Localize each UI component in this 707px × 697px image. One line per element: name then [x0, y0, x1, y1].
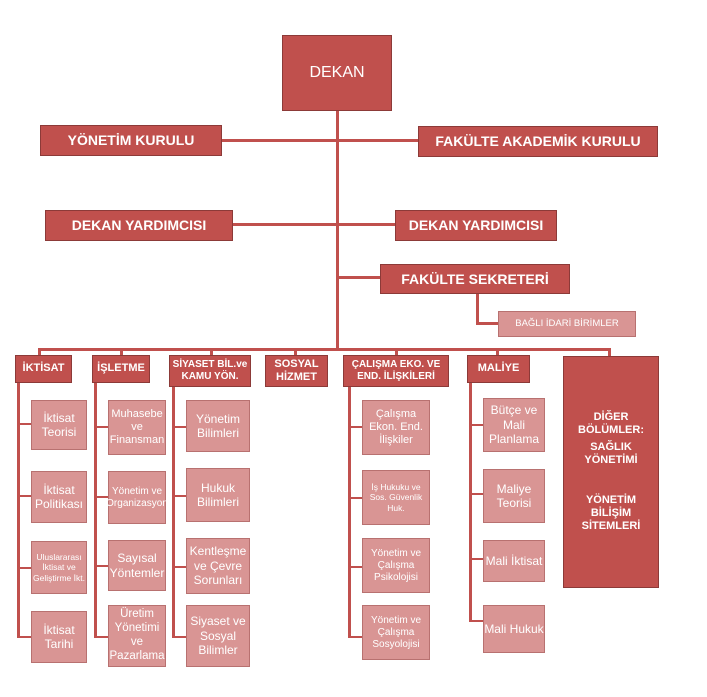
bagli-idari-birimler-box[interactable]: BAĞLI İDARİ BİRİMLER [498, 311, 636, 337]
dept-maliye[interactable]: MALİYE [467, 355, 530, 383]
unit-yonetim-bilimleri[interactable]: Yönetim Bilimleri [186, 400, 250, 452]
yardimci-connector [233, 223, 395, 226]
unit-butce-mali-planlama[interactable]: Bütçe ve Mali Planlama [483, 398, 545, 452]
branch [94, 565, 108, 567]
branch [172, 426, 186, 428]
branch [348, 566, 362, 568]
trunk-iktisat [17, 383, 20, 637]
drop-isletme [120, 348, 123, 356]
unit-iktisat-politikasi[interactable]: İktisat Politikası [31, 471, 87, 523]
unit-yonetim-calisma-sosyolojisi[interactable]: Yönetim ve Çalışma Sosyolojisi [362, 605, 430, 660]
dept-isletme[interactable]: İŞLETME [92, 355, 150, 383]
unit-uluslararasi-iktisat[interactable]: Uluslararası İktisat ve Geliştirme İkt. [31, 541, 87, 594]
branch [469, 493, 483, 495]
unit-yonetim-organizasyon[interactable]: Yönetim ve Organizasyon [106, 471, 168, 524]
branch [469, 620, 483, 622]
unit-mali-hukuk[interactable]: Mali Hukuk [483, 605, 545, 653]
branch [17, 636, 31, 638]
diger-bolumler-title: DİĞER BÖLÜMLER: [578, 410, 644, 437]
unit-yonetim-calisma-psikolojisi[interactable]: Yönetim ve Çalışma Psikolojisi [362, 538, 430, 593]
dekan-yardimcisi-left-box[interactable]: DEKAN YARDIMCISI [45, 210, 233, 241]
diger-bolumler-saglik: SAĞLIK YÖNETİMİ [584, 441, 638, 467]
dekan-box[interactable]: DEKAN [282, 35, 392, 111]
sekreter-connector [336, 276, 382, 279]
diger-bolumler-ybs: YÖNETİM BİLİŞİM SİTEMLERİ [581, 493, 641, 532]
unit-uretim-yonetimi-pazarlama[interactable]: Üretim Yönetimi ve Pazarlama [108, 605, 166, 667]
trunk-siyaset [172, 387, 175, 637]
branch [94, 636, 108, 638]
branch [172, 636, 186, 638]
drop-iktisat [38, 348, 41, 356]
branch [348, 426, 362, 428]
unit-kentlesme-cevre[interactable]: Kentleşme ve Çevre Sorunları [186, 538, 250, 594]
unit-hukuk-bilimleri[interactable]: Hukuk Bilimleri [186, 468, 250, 522]
drop-maliye [496, 348, 499, 356]
branch [17, 423, 31, 425]
unit-sayisal-yontemler[interactable]: Sayısal Yöntemler [108, 540, 166, 591]
unit-siyaset-sosyal-bilimler[interactable]: Siyaset ve Sosyal Bilimler [186, 605, 250, 667]
dept-calisma[interactable]: ÇALIŞMA EKO. VE END. İLİŞKİLERİ [343, 355, 449, 387]
idari-connector-v [476, 294, 479, 324]
idari-connector-h [476, 322, 498, 325]
drop-calisma [395, 348, 398, 356]
trunk-calisma [348, 387, 351, 637]
branch [17, 495, 31, 497]
drop-diger [608, 348, 611, 356]
branch [348, 636, 362, 638]
drop-sosyal [294, 348, 297, 356]
trunk-isletme [94, 383, 97, 637]
branch [469, 558, 483, 560]
unit-iktisat-teorisi[interactable]: İktisat Teorisi [31, 400, 87, 450]
yonetim-kurulu-box[interactable]: YÖNETİM KURULU [40, 125, 222, 156]
branch [469, 424, 483, 426]
dept-siyaset-kamu[interactable]: SİYASET BİL.ve KAMU YÖN. [169, 355, 251, 387]
unit-muhasebe-finansman[interactable]: Muhasebe ve Finansman [108, 400, 166, 455]
branch [94, 426, 108, 428]
dekan-yardimcisi-right-box[interactable]: DEKAN YARDIMCISI [395, 210, 557, 241]
diger-bolumler-box[interactable]: DİĞER BÖLÜMLER: SAĞLIK YÖNETİMİ YÖNETİM … [563, 356, 659, 588]
department-bus [38, 348, 611, 351]
unit-maliye-teorisi[interactable]: Maliye Teorisi [483, 469, 545, 523]
unit-is-hukuku-sos-guvenlik[interactable]: İş Hukuku ve Sos. Güvenlik Huk. [362, 470, 430, 525]
branch [172, 495, 186, 497]
branch [17, 567, 31, 569]
dept-sosyal-hizmet[interactable]: SOSYAL HİZMET [265, 355, 328, 387]
drop-siyaset [210, 348, 213, 356]
unit-calisma-ekon-end[interactable]: Çalışma Ekon. End. İlişkiler [362, 400, 430, 455]
branch [94, 496, 108, 498]
unit-iktisat-tarihi[interactable]: İktisat Tarihi [31, 611, 87, 663]
dept-iktisat[interactable]: İKTİSAT [15, 355, 72, 383]
unit-mali-iktisat[interactable]: Mali İktisat [483, 540, 545, 582]
fakulte-akademik-kurulu-box[interactable]: FAKÜLTE AKADEMİK KURULU [418, 126, 658, 157]
branch [172, 566, 186, 568]
fakulte-sekreteri-box[interactable]: FAKÜLTE SEKRETERİ [380, 264, 570, 294]
branch [348, 497, 362, 499]
main-spine [336, 111, 339, 351]
trunk-maliye [469, 383, 472, 621]
kurul-connector [222, 139, 418, 142]
